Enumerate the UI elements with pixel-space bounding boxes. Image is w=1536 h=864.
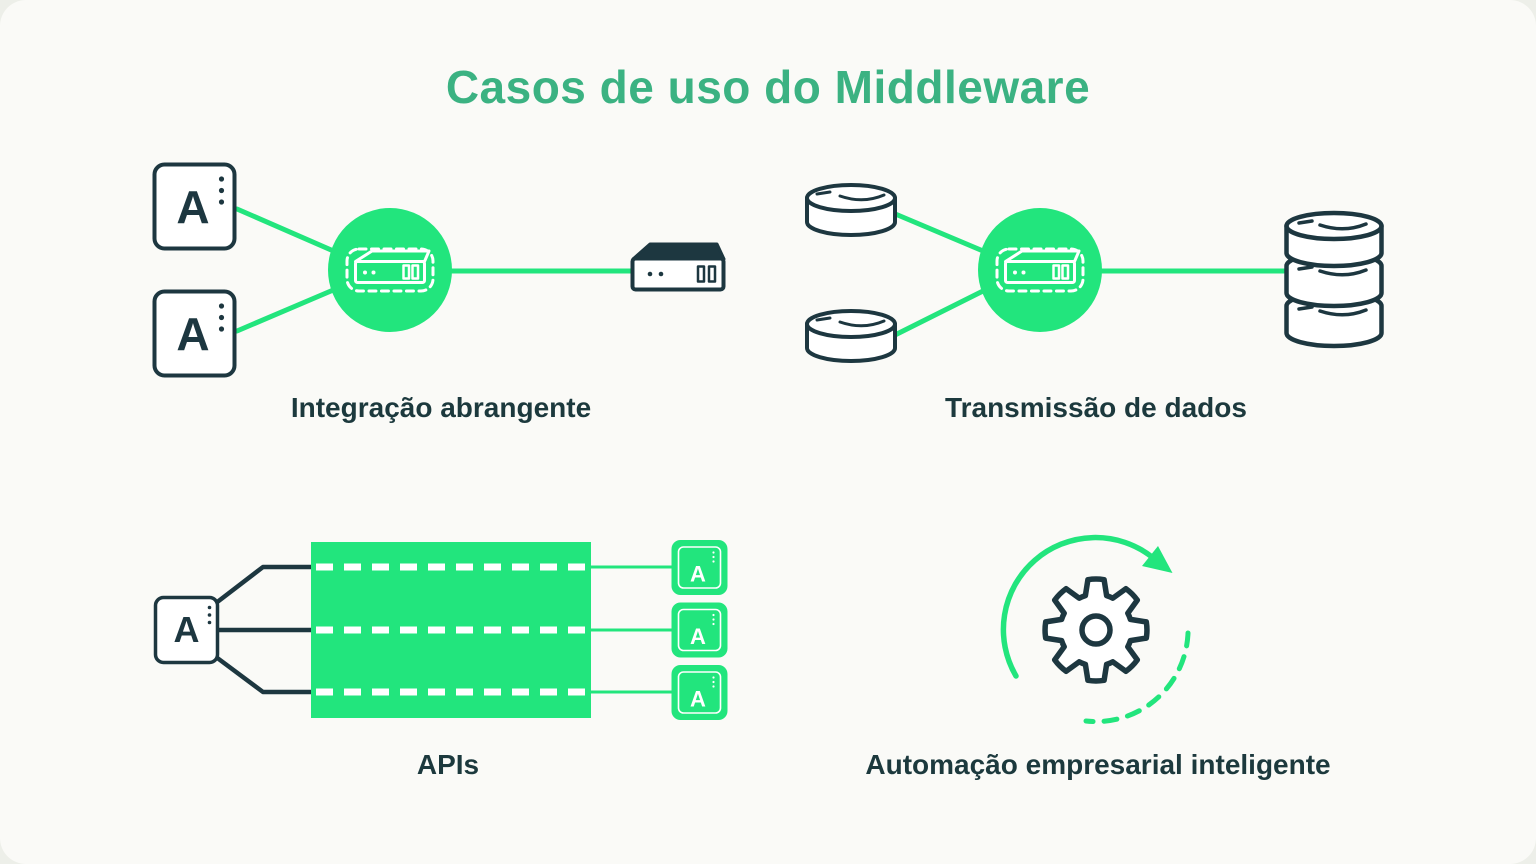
server-icon	[630, 242, 726, 292]
quadrant-integration: A A	[152, 162, 726, 378]
connector-line	[890, 282, 998, 339]
app-letter: A	[690, 687, 706, 712]
app-letter: A	[176, 308, 209, 360]
label-transmission: Transmissão de dados	[945, 392, 1247, 423]
connector-line	[234, 282, 348, 334]
app-icon: A	[152, 289, 237, 378]
page-title: Casos de uso do Middleware	[445, 61, 1091, 113]
connector-line	[589, 565, 674, 694]
app-icon: A	[152, 162, 237, 251]
connector-line	[234, 206, 348, 259]
quadrant-automation	[1000, 534, 1191, 725]
label-apis: APIs	[416, 749, 480, 780]
gear-icon	[1042, 576, 1150, 684]
label-automation: Automação empresarial inteligente	[865, 749, 1331, 780]
disk-icon	[805, 183, 897, 237]
middleware-hub-icon	[328, 208, 452, 332]
label-integration: Integração abrangente	[290, 392, 592, 423]
quadrant-apis: A A	[153, 540, 729, 721]
disk-icon	[805, 309, 897, 363]
app-icon: A	[153, 595, 220, 665]
refresh-cycle-arrow-icon	[1000, 534, 1191, 725]
dashed-channel-lines	[316, 563, 587, 696]
app-letter: A	[690, 624, 706, 649]
api-pipeline-block	[311, 542, 591, 718]
middleware-hub-icon	[978, 208, 1102, 332]
database-icon	[1284, 210, 1384, 349]
app-letter: A	[690, 562, 706, 587]
app-letter: A	[176, 181, 209, 233]
fork-lines	[213, 564, 319, 695]
app-letter: A	[174, 609, 200, 650]
connector-line	[890, 210, 998, 259]
mini-app-icon	[671, 540, 728, 595]
quadrant-transmission	[805, 183, 1384, 363]
